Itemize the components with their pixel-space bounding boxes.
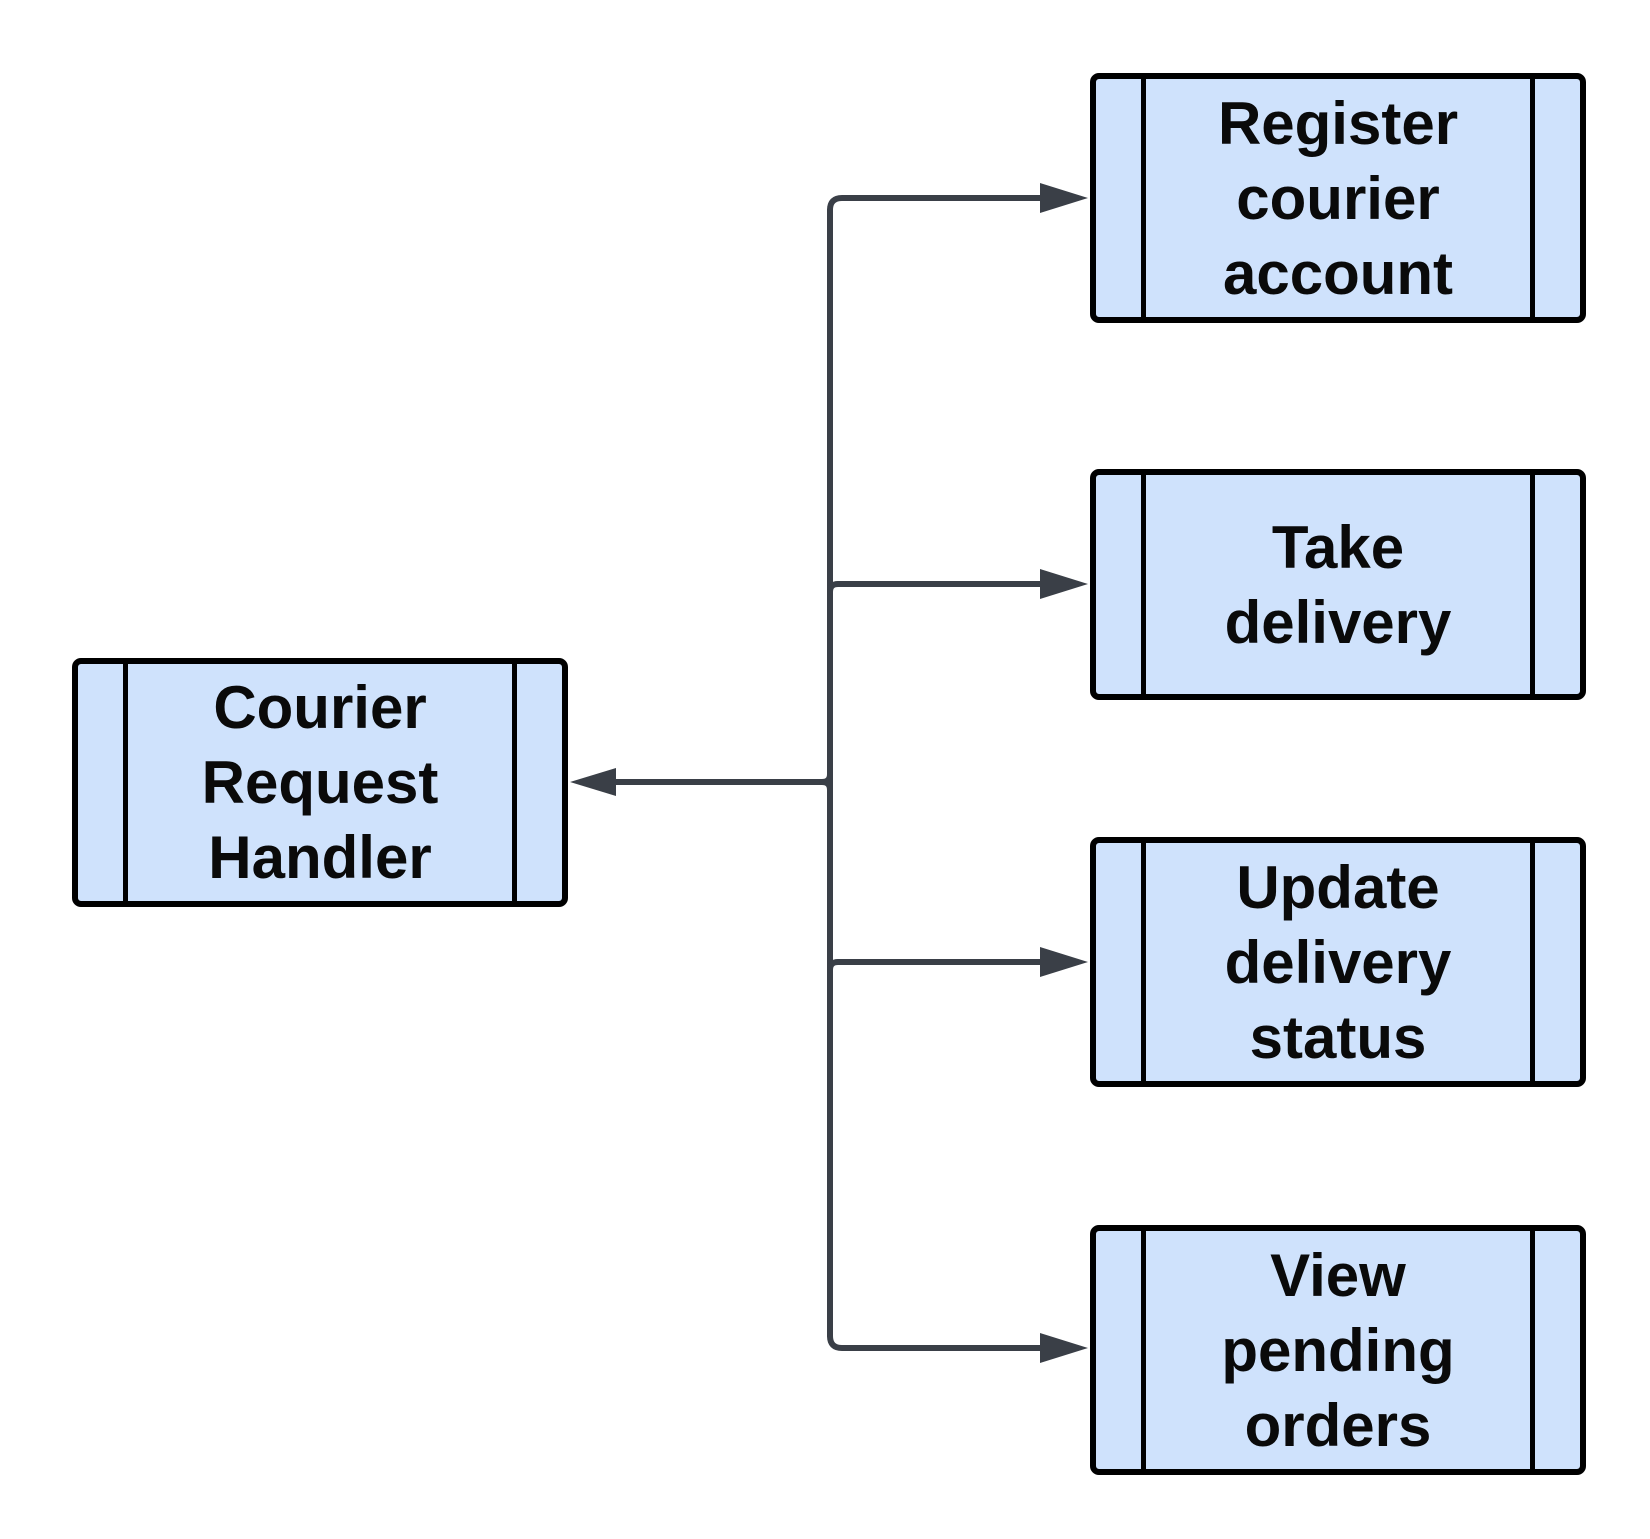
node-right-divider [1530,843,1535,1081]
node-right-divider [512,664,517,901]
node-right-divider [1530,1231,1535,1469]
branch-take-delivery [827,581,1045,595]
arrowhead-view-pending-orders [1040,1333,1088,1363]
branch-view-pending-orders [827,1333,1045,1351]
node-label: Courier Request Handler [201,674,439,891]
branch-register-courier-account [827,195,1045,213]
node-left-divider [1141,843,1146,1081]
node-left-divider [1141,1231,1146,1469]
node-take-delivery[interactable]: Take delivery [1090,469,1586,700]
arrowhead-update-delivery-status [1040,947,1088,977]
node-left-divider [123,664,128,901]
node-left-divider [1141,79,1146,317]
node-label: Take delivery [1224,513,1452,656]
branch-update-delivery-status [827,959,1045,973]
node-label: Register courier account [1217,89,1459,307]
node-right-divider [1530,475,1535,694]
node-register-courier-account[interactable]: Register courier account [1090,73,1586,323]
arrowhead-register-courier-account [1040,183,1088,213]
arrowhead-to-source [570,768,616,796]
node-update-delivery-status[interactable]: Update delivery status [1090,837,1586,1087]
node-left-divider [1141,475,1146,694]
node-view-pending-orders[interactable]: View pending orders [1090,1225,1586,1475]
node-courier-request-handler[interactable]: Courier Request Handler [72,658,568,907]
node-right-divider [1530,79,1535,317]
node-label: View pending orders [1221,1241,1455,1459]
arrowhead-take-delivery [1040,569,1088,599]
node-label: Update delivery status [1224,853,1452,1071]
